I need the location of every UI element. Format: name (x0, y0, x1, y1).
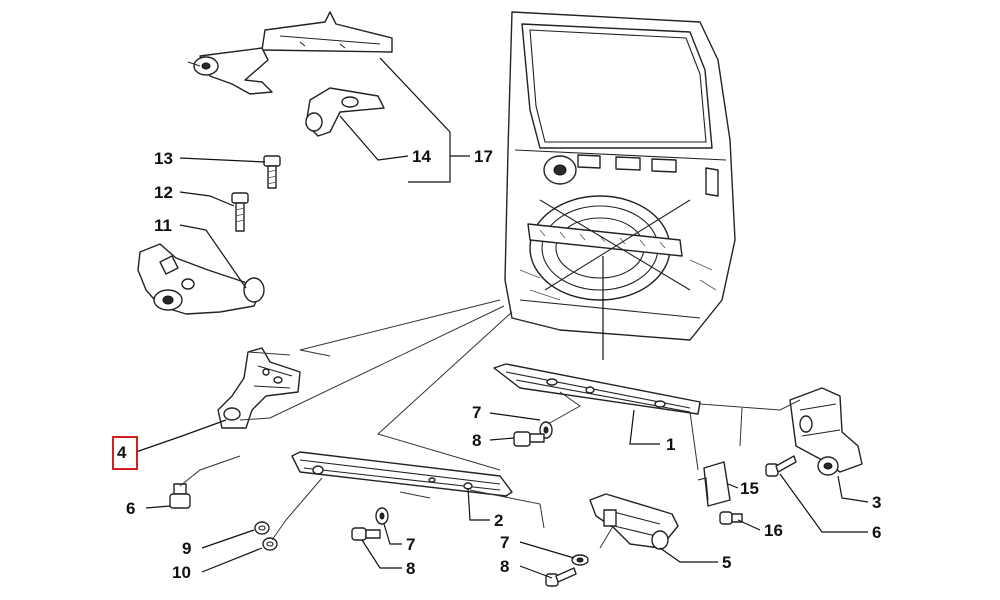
fasteners (169, 421, 797, 587)
callout-17: 17 (474, 147, 493, 166)
callout-8-bottom: 8 (500, 557, 509, 576)
projection-lines (179, 299, 801, 549)
callout-7-bottom: 7 (500, 533, 509, 552)
callout-6-left: 6 (126, 499, 135, 518)
callout-2: 2 (494, 511, 503, 530)
spacer-plate-15 (697, 461, 731, 507)
cable-guide-bracket (305, 87, 385, 137)
upper-hinge-bracket (187, 11, 393, 95)
callout-15: 15 (740, 479, 759, 498)
callout-8-top: 8 (472, 431, 481, 450)
callout-9: 9 (182, 539, 191, 558)
callout-7-top: 7 (472, 403, 481, 422)
callout-10: 10 (172, 563, 191, 582)
bolt-13 (263, 155, 281, 189)
callout-16: 16 (764, 521, 783, 540)
upper-guide-rail (493, 363, 701, 415)
callout-11: 11 (154, 216, 172, 235)
callout-13: 13 (154, 149, 173, 168)
lower-guide-rail (291, 451, 513, 497)
bolt-12 (231, 192, 249, 232)
callout-7-middle: 7 (406, 535, 415, 554)
hinge-bracket-4 (217, 347, 301, 429)
callout-4-highlight-box (112, 436, 138, 470)
callout-labels: 17 14 13 12 11 4 6 9 10 7 8 1 2 7 8 7 8 … (117, 147, 881, 582)
callout-3: 3 (872, 493, 881, 512)
sliding-door-panel (504, 11, 736, 360)
rear-hinge-assembly (789, 387, 863, 476)
lower-hinge-bracket (137, 243, 265, 315)
callout-8-middle: 8 (406, 559, 415, 578)
leader-lines (135, 57, 869, 579)
callout-5: 5 (722, 553, 731, 572)
callout-6-right: 6 (872, 523, 881, 542)
callout-1: 1 (666, 435, 675, 454)
roller-carriage (589, 493, 679, 550)
callout-14: 14 (412, 147, 431, 166)
callout-12: 12 (154, 183, 173, 202)
callout-4: 4 (117, 443, 127, 462)
